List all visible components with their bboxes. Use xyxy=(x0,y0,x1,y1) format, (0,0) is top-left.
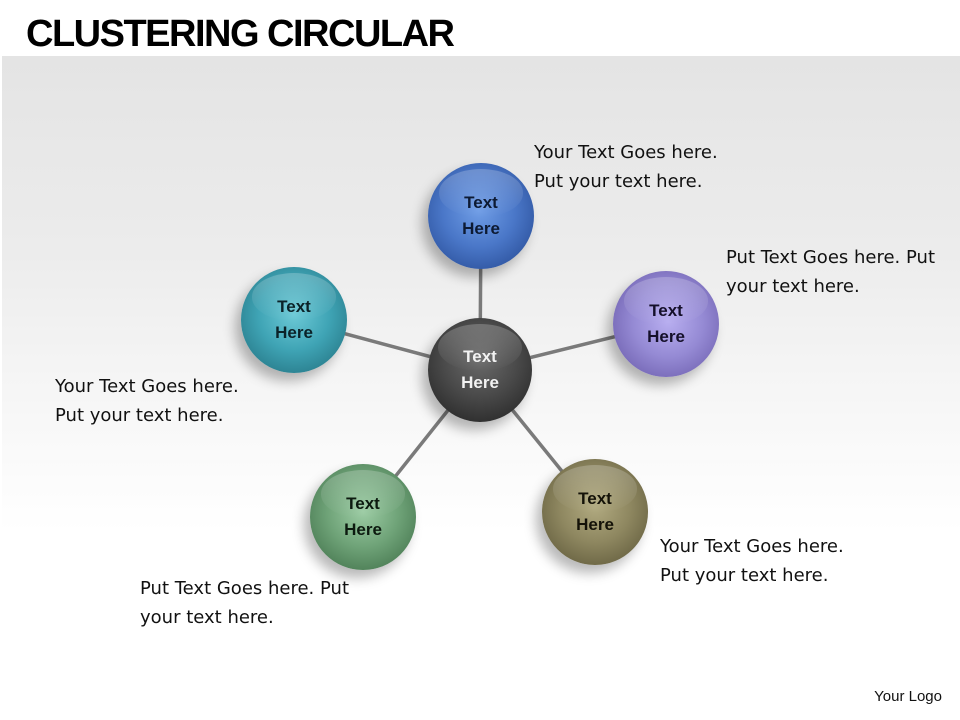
node-top: Text Here xyxy=(428,163,534,269)
callout-top: Your Text Goes here. Put your text here. xyxy=(534,138,718,196)
node-right-line1: Text xyxy=(649,301,683,320)
node-bottom-left: Text Here xyxy=(310,464,416,570)
callout-top-line1: Your Text Goes here. xyxy=(534,142,718,163)
callout-bottom-left: Put Text Goes here. Put your text here. xyxy=(140,574,349,632)
callout-right-line1: Put Text Goes here. Put xyxy=(726,247,935,268)
callout-bottom-left-line1: Put Text Goes here. Put xyxy=(140,578,349,599)
callout-bottom-left-line2: your text here. xyxy=(140,607,274,628)
node-right-line2: Here xyxy=(647,327,685,346)
node-center-line2: Here xyxy=(461,373,499,392)
node-left: Text Here xyxy=(241,267,347,373)
callout-bottom-right-line2: Put your text here. xyxy=(660,565,829,586)
node-right: Text Here xyxy=(613,271,719,377)
node-bottom-right-line1: Text xyxy=(578,489,612,508)
node-top-line2: Here xyxy=(462,219,500,238)
node-left-line2: Here xyxy=(275,323,313,342)
node-left-line1: Text xyxy=(277,297,311,316)
callout-top-line2: Put your text here. xyxy=(534,171,703,192)
node-bottom-right-line2: Here xyxy=(576,515,614,534)
page-title: CLUSTERING CIRCULAR xyxy=(26,13,455,55)
node-center-line1: Text xyxy=(463,347,497,366)
node-bottom-right: Text Here xyxy=(542,459,648,565)
callout-left: Your Text Goes here. Put your text here. xyxy=(55,372,239,430)
callout-bottom-right: Your Text Goes here. Put your text here. xyxy=(660,532,844,590)
callout-right-line2: your text here. xyxy=(726,276,860,297)
node-bottom-left-line1: Text xyxy=(346,494,380,513)
callout-right: Put Text Goes here. Put your text here. xyxy=(726,243,935,301)
node-top-line1: Text xyxy=(464,193,498,212)
callout-bottom-right-line1: Your Text Goes here. xyxy=(660,536,844,557)
callout-left-line2: Put your text here. xyxy=(55,405,224,426)
node-center: Text Here xyxy=(428,318,532,422)
node-bottom-left-line2: Here xyxy=(344,520,382,539)
logo-placeholder: Your Logo xyxy=(874,688,942,705)
callout-left-line1: Your Text Goes here. xyxy=(55,376,239,397)
